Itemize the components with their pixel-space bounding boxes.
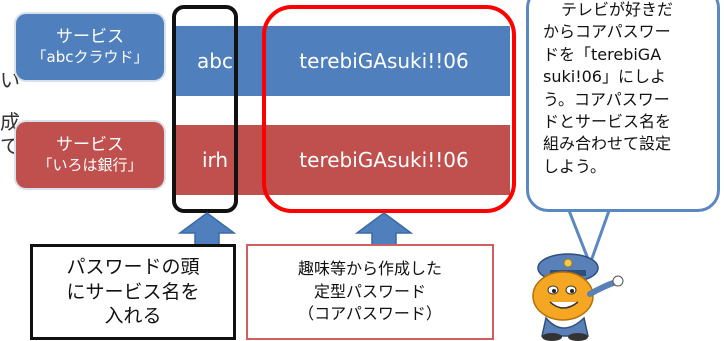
service-label-abc-cloud: サービス 「abcクラウド」 xyxy=(16,14,164,80)
core-password-highlight-outline xyxy=(262,5,516,213)
service-label-line2: 「いろは銀行」 xyxy=(37,156,143,175)
bubble-line: suki!06」にしよ xyxy=(543,67,666,87)
bubble-line: ドとサービス名を xyxy=(543,111,672,131)
service-prefix-cell: irh xyxy=(201,148,229,172)
service-label-line1: サービス xyxy=(56,135,124,155)
left-fragment-char: い xyxy=(0,68,20,92)
bubble-line: う。コアパスワー xyxy=(543,89,670,109)
bubble-line: しよう。 xyxy=(543,156,607,176)
password-row-abc-cloud: abc terebiGAsuki!!06 xyxy=(172,26,510,96)
core-password-explanation-box: 趣味等から作成した 定型パスワード （コアパスワード） xyxy=(246,244,494,340)
bubble-line: テレビが好きだ xyxy=(561,0,674,19)
left-fragment-char: 成 xyxy=(0,110,20,134)
password-row-iroha-bank: irh terebiGAsuki!!06 xyxy=(172,125,510,195)
prefix-note-line: パスワードの頭 xyxy=(66,255,200,278)
bubble-line: ドを「terebiGA xyxy=(543,44,662,64)
core-password-cell: terebiGAsuki!!06 xyxy=(299,49,469,73)
prefix-highlight-outline xyxy=(172,5,238,213)
prefix-note-line: 入れる xyxy=(104,305,162,328)
prefix-note-line: にサービス名を xyxy=(66,280,200,303)
service-label-line2: 「abcクラウド」 xyxy=(31,48,149,67)
core-note-line: （コアパスワード） xyxy=(298,304,442,324)
arrow-up-icon xyxy=(178,212,236,245)
left-fragment-char: て xyxy=(0,134,20,158)
arrow-up-icon xyxy=(355,212,413,245)
service-label-iroha-bank: サービス 「いろは銀行」 xyxy=(16,122,164,188)
prefix-explanation-box: パスワードの頭 にサービス名を 入れる xyxy=(30,244,236,340)
core-note-line: 定型パスワード xyxy=(313,281,426,301)
service-prefix-cell: abc xyxy=(197,49,233,73)
speech-bubble: テレビが好きだ からコアパスワー ドを「terebiGA suki!06」にしよ… xyxy=(526,0,720,212)
core-password-cell: terebiGAsuki!!06 xyxy=(299,148,469,172)
service-label-line1: サービス xyxy=(56,27,124,47)
core-note-line: 趣味等から作成した xyxy=(297,259,442,279)
left-text-fragment: い 成 て xyxy=(0,68,20,158)
bubble-line: 組み合わせて設定 xyxy=(543,134,672,154)
bubble-line: からコアパスワー xyxy=(543,22,671,42)
police-mascot-icon xyxy=(532,253,624,341)
